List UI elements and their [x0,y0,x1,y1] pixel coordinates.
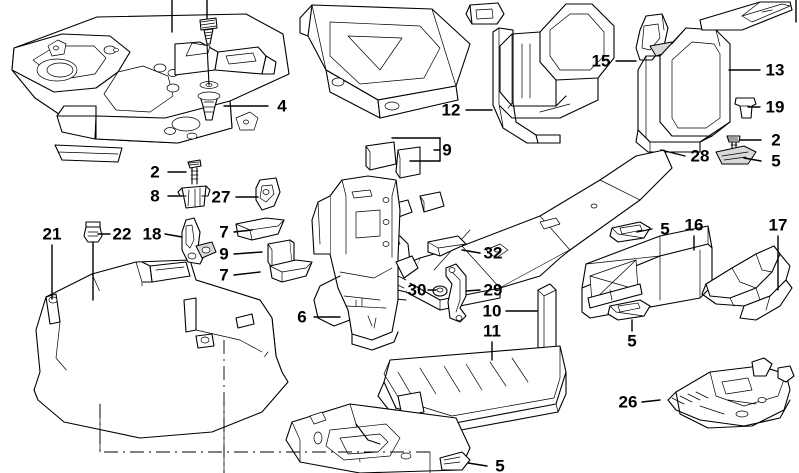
callout-26[interactable]: 26 [618,392,638,412]
callout-29[interactable]: 29 [483,280,503,300]
part-27-corner-bracket [255,177,281,211]
callout-6[interactable]: 6 [297,307,307,327]
part-21-front-air-scoop [33,259,289,439]
callout-8[interactable]: 8 [150,186,160,206]
callout-9-lower[interactable]: 9 [219,244,229,264]
part-6-wheel-arch-bracket [311,175,419,351]
part-17-air-guide-vane [701,245,793,321]
part-26-underbody-shield [667,357,795,429]
part-top-right-long-strip [699,1,793,31]
leader-lines [51,0,797,467]
part-2a-screw [187,159,202,185]
part-4-expanding-rivet [197,17,221,121]
part-32-small-cover-plate [427,235,467,257]
callout-21[interactable]: 21 [42,224,62,244]
part-1-upper-engine-cover [11,13,290,163]
callout-13[interactable]: 13 [765,60,785,80]
callout-15[interactable]: 15 [591,51,611,71]
callout-7-upper[interactable]: 7 [219,222,229,242]
callout-2-right[interactable]: 2 [771,130,781,150]
part-13-right-air-duct-housing [635,27,731,153]
part-7a-cover-flap [235,217,285,241]
callout-16[interactable]: 16 [684,215,704,235]
part-11-lower-air-deflector [377,345,567,433]
callout-22[interactable]: 22 [112,224,132,244]
callout-9-upper[interactable]: 9 [442,140,452,160]
part-2b-screw-and-5-clip [715,135,757,165]
callout-27[interactable]: 27 [211,187,231,207]
callout-10[interactable]: 10 [482,301,502,321]
callout-2-left[interactable]: 2 [150,162,160,182]
callout-19[interactable]: 19 [765,97,785,117]
part-5c-clip [607,299,651,321]
callout-7-lower[interactable]: 7 [219,265,229,285]
part-9a-seal-flaps [365,141,421,179]
part-14-left-duct-housing [499,3,615,119]
part-5b-clip [609,221,651,243]
callout-12[interactable]: 12 [441,100,461,120]
callout-30[interactable]: 30 [407,280,427,300]
callout-18[interactable]: 18 [142,224,162,244]
part-30-washer [432,285,448,297]
callout-28[interactable]: 28 [690,146,710,166]
callout-4[interactable]: 4 [277,96,287,116]
callout-17[interactable]: 17 [768,215,788,235]
callout-5-bottom[interactable]: 5 [495,456,505,473]
part-3-center-mount-bracket [299,4,471,119]
part-bottom-center-panel [285,403,471,473]
part-16-rectangular-air-duct [581,225,713,319]
part-29-mounting-strap [445,263,467,323]
part-7b-cover-flap [269,259,313,283]
construction-lines [99,340,431,473]
part-19-rubber-grommet [734,97,757,119]
part-8-spacer-sleeve [177,185,211,209]
part-18-hinge-bracket [181,217,217,265]
part-22-plastic-nut [83,221,103,301]
callout-5-lower[interactable]: 5 [627,331,637,351]
part-top-small-bracket [465,2,505,25]
callout-11[interactable]: 11 [483,321,501,341]
callout-32[interactable]: 32 [483,243,503,263]
callout-5-right[interactable]: 5 [771,151,781,171]
callout-5-upper[interactable]: 5 [660,219,670,239]
